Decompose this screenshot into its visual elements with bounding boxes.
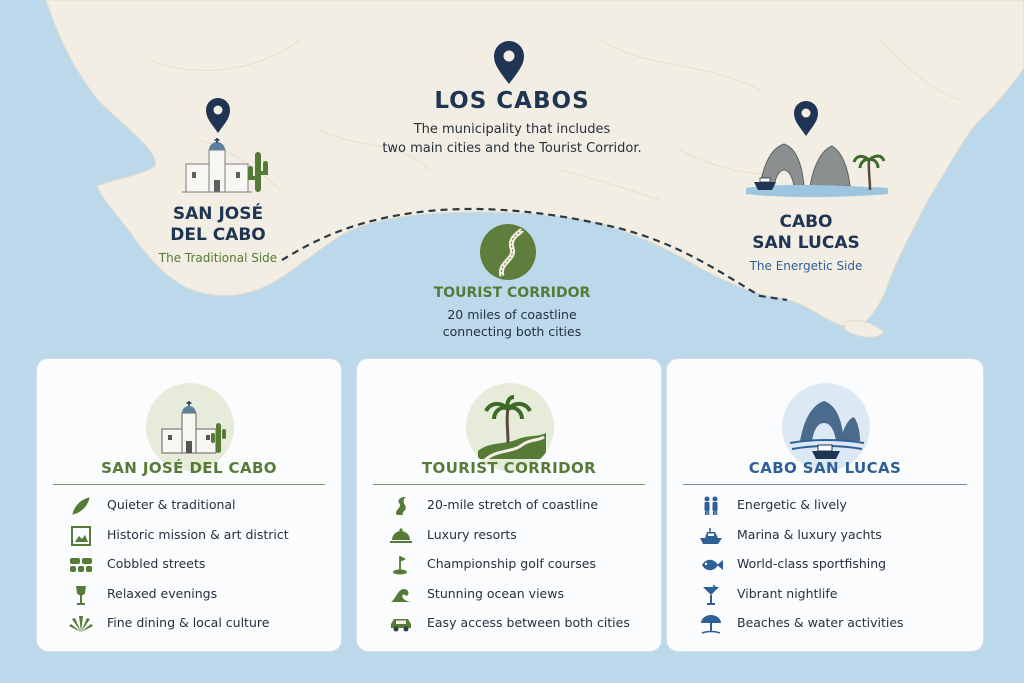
list-item-text: Fine dining & local culture — [107, 615, 270, 630]
card-arch-yacht-icon — [782, 383, 870, 471]
san-jose-name-line-1: SAN JOSÉ — [172, 204, 264, 224]
cactus-icon — [248, 152, 268, 192]
people-icon — [704, 496, 718, 515]
list-item: Vibrant nightlife — [667, 584, 983, 616]
subtitle-line-1: The municipality that includes — [413, 122, 611, 137]
list-item: Marina & luxury yachts — [667, 527, 983, 557]
cabo-san-lucas-tagline: The Energetic Side — [749, 259, 863, 273]
cabo-san-lucas-card: CABO SAN LUCAS Energetic & lively Marina… — [666, 358, 984, 652]
winding-road-icon — [480, 224, 536, 280]
tourist-corridor-card: TOURIST CORRIDOR 20-mile stretch of coas… — [356, 358, 662, 652]
list-item-text: Championship golf courses — [427, 556, 597, 571]
list-item-text: Luxury resorts — [427, 526, 517, 542]
card-palm-road-icon — [466, 383, 554, 471]
list-item: Championship golf courses — [357, 556, 661, 586]
list-item: 20-mile stretch of coastline — [357, 497, 661, 527]
coastline-road-icon — [396, 497, 406, 515]
cabo-san-lucas-feature-list: Energetic & lively Marina & luxury yacht… — [667, 496, 983, 645]
corridor-line-1: 20 miles of coastline — [447, 307, 577, 322]
list-item-text: Energetic & lively — [737, 497, 847, 512]
leaf-icon — [72, 497, 90, 515]
subtitle-line-2: two main cities and the Tourist Corridor… — [382, 141, 642, 156]
list-item: World-class sportfishing — [667, 556, 983, 586]
list-item-text: Quieter & traditional — [107, 497, 236, 512]
yacht-icon — [700, 527, 722, 544]
san-jose-name-line-2: DEL CABO — [170, 225, 266, 245]
list-item: Stunning ocean views — [357, 586, 661, 616]
corridor-card-title: TOURIST CORRIDOR — [421, 459, 597, 477]
list-item-text: Easy access between both cities — [427, 615, 630, 630]
san-jose-card-title: SAN JOSÉ DEL CABO — [101, 459, 277, 477]
list-item-text: Stunning ocean views — [427, 585, 564, 601]
los-cabos-pin-icon — [494, 41, 524, 84]
list-item: Cobbled streets — [37, 556, 341, 586]
cabo-san-lucas-pin-icon — [794, 101, 818, 136]
wave-icon — [390, 588, 412, 602]
cabo-san-lucas-card-divider — [683, 484, 967, 485]
list-item: Relaxed evenings — [37, 585, 341, 616]
list-item-text: World-class sportfishing — [737, 556, 887, 571]
list-item-text: Vibrant nightlife — [737, 585, 838, 601]
cabo-san-lucas-map-label: CABO SAN LUCAS The Energetic Side — [726, 212, 886, 273]
list-item: Energetic & lively — [667, 496, 983, 527]
list-item-text: Relaxed evenings — [107, 585, 218, 601]
corridor-card-divider — [373, 484, 645, 485]
cabo-san-lucas-card-title: CABO SAN LUCAS — [748, 459, 902, 477]
terrain-texture — [149, 39, 961, 201]
car-icon — [391, 619, 411, 632]
list-item: Luxury resorts — [357, 527, 661, 557]
list-item-text: 20-mile stretch of coastline — [427, 497, 599, 512]
san-jose-tagline: The Traditional Side — [158, 251, 278, 265]
cobblestone-icon — [70, 558, 92, 572]
san-jose-card-divider — [53, 484, 325, 485]
list-item-text: Historic mission & art district — [107, 526, 289, 542]
san-jose-map-label: SAN JOSÉ DEL CABO The Traditional Side — [138, 204, 298, 265]
fish-icon — [702, 559, 723, 571]
list-item: Historic mission & art district — [37, 525, 341, 557]
list-item: Quieter & traditional — [37, 497, 341, 527]
mission-church-icon — [182, 138, 252, 193]
list-item-text: Marina & luxury yachts — [737, 526, 882, 542]
tourist-corridor-route — [281, 207, 788, 302]
small-island — [844, 319, 885, 338]
cabo-san-lucas-name-line-1: CABO — [779, 212, 833, 232]
list-item: Easy access between both cities — [357, 615, 661, 645]
page-title: LOS CABOS — [434, 88, 590, 114]
list-item-text: Beaches & water activities — [737, 615, 904, 630]
palm-tree-icon — [852, 154, 886, 191]
page-subtitle: The municipality that includes two main … — [330, 120, 694, 158]
framed-picture-icon — [71, 525, 91, 546]
agave-icon — [69, 616, 93, 632]
land-area — [45, 0, 1024, 327]
list-item-text: Cobbled streets — [107, 556, 206, 571]
san-jose-card: SAN JOSÉ DEL CABO Quieter & traditional … — [36, 358, 342, 652]
corridor-map-title: TOURIST CORRIDOR — [433, 285, 591, 301]
corridor-map-description: 20 miles of coastline connecting both ci… — [390, 306, 634, 340]
cocktail-icon — [703, 584, 719, 605]
list-item: Fine dining & local culture — [37, 615, 341, 645]
card-mission-church-icon — [146, 383, 234, 471]
arch-rocks-icon — [746, 143, 888, 197]
san-jose-pin-icon — [206, 98, 230, 133]
beach-umbrella-icon — [701, 615, 721, 634]
wine-glass-icon — [76, 585, 86, 605]
cloche-icon — [390, 527, 412, 543]
san-jose-feature-list: Quieter & traditional Historic mission &… — [37, 497, 341, 645]
cabo-san-lucas-name-line-2: SAN LUCAS — [752, 233, 860, 253]
list-item: Beaches & water activities — [667, 615, 983, 645]
corridor-line-2: connecting both cities — [442, 324, 582, 339]
corridor-feature-list: 20-mile stretch of coastline Luxury reso… — [357, 497, 661, 645]
golf-flag-icon — [393, 556, 407, 575]
